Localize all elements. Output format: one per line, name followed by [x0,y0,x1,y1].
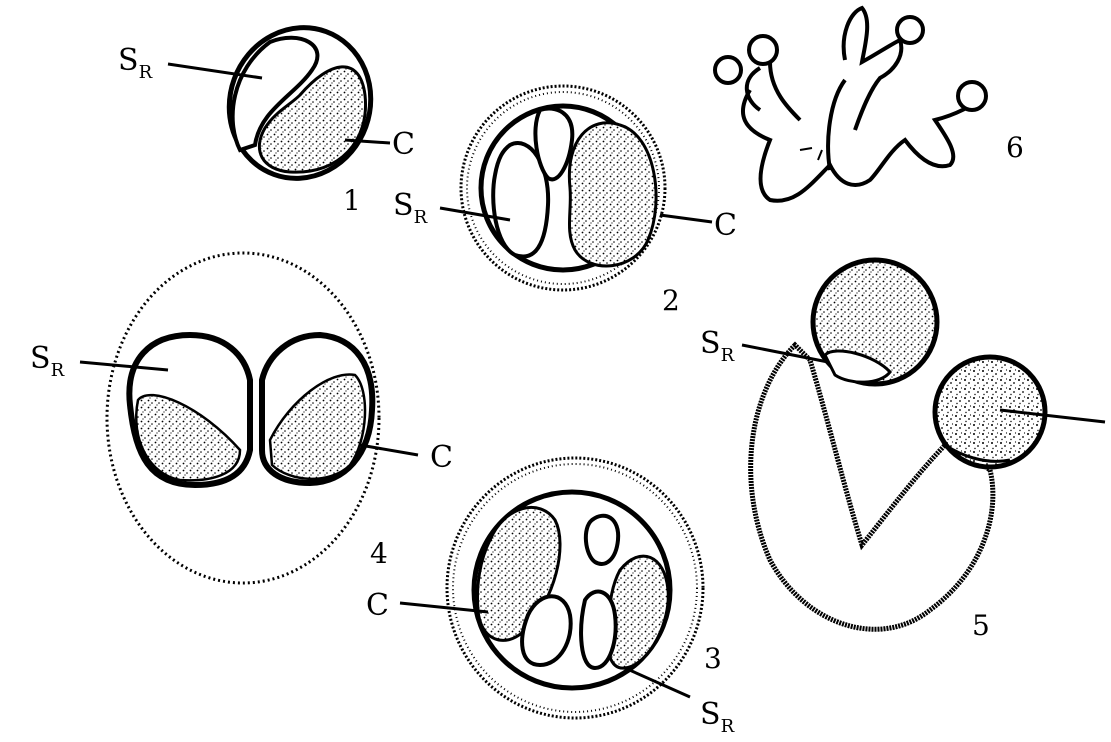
label-sr-fig5: SR [700,326,735,366]
label-sr-fig1: SR [118,43,153,83]
label-c-fig3: C [366,588,389,623]
svg-text:SR: SR [700,326,735,366]
figure-number-3: 3 [704,642,722,675]
figure-6 [713,5,988,203]
figure-5 [741,257,1106,632]
label-sr-fig3: SR [700,697,735,737]
figure-number-1: 1 [343,184,361,217]
figure-1 [167,25,391,181]
label-c-fig2: C [714,208,737,243]
figure-number-5: 5 [972,609,990,642]
figure-number-6: 6 [1006,131,1024,164]
figure-number-4: 4 [370,537,388,570]
label-sr-fig2: SR [393,188,428,228]
figure-4 [79,251,419,585]
figure-2 [439,84,713,292]
svg-text:SR: SR [393,188,428,228]
label-c-fig4: C [430,440,453,475]
label-sr-fig4: SR [30,341,65,381]
svg-text:SR: SR [700,697,735,737]
svg-text:SR: SR [118,43,153,83]
svg-text:SR: SR [30,341,65,381]
figure-number-2: 2 [662,284,680,317]
figure-3 [399,456,705,720]
label-c-fig1: C [392,127,415,162]
